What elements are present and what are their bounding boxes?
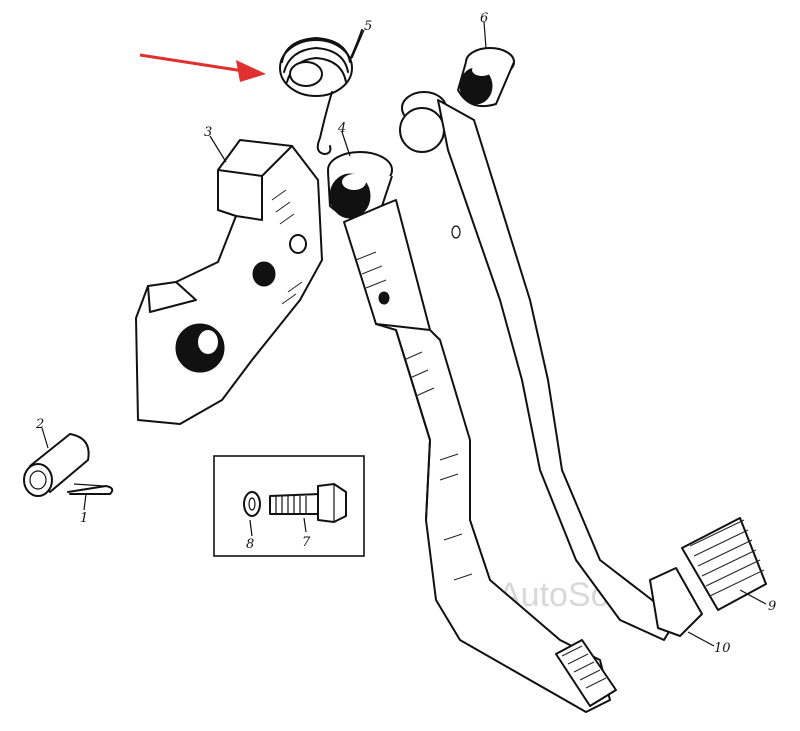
part-9-rubber-pad xyxy=(681,517,767,611)
callout-6: 6 xyxy=(480,11,488,26)
callout-8: 8 xyxy=(246,537,254,552)
part-6-bushing xyxy=(457,47,515,108)
part-10-pedal-pad xyxy=(649,567,703,637)
callout-2: 2 xyxy=(35,417,44,432)
callout-labels: 1 2 3 4 5 6 7 8 9 10 xyxy=(35,11,776,656)
callout-10: 10 xyxy=(714,641,731,656)
callout-5: 5 xyxy=(364,19,372,34)
red-pointer-arrow xyxy=(139,53,266,82)
leader-lines xyxy=(41,21,767,647)
callout-9: 9 xyxy=(768,599,776,614)
part-4-brake-pedal xyxy=(327,151,617,713)
part-3-pedal-bracket xyxy=(135,139,323,425)
callout-3: 3 xyxy=(204,125,212,140)
part-2-pivot-pin xyxy=(23,433,90,497)
inset-fastener-box xyxy=(213,455,365,557)
part-1-cotter-pin xyxy=(67,483,114,495)
brake-pedal-pad xyxy=(555,639,617,707)
callout-4: 4 xyxy=(337,121,346,136)
callout-1: 1 xyxy=(80,511,88,526)
part-5-return-spring xyxy=(279,29,363,155)
callout-7: 7 xyxy=(302,535,311,550)
part-8-lock-washer xyxy=(243,491,261,517)
part-7-bolt xyxy=(269,483,347,523)
